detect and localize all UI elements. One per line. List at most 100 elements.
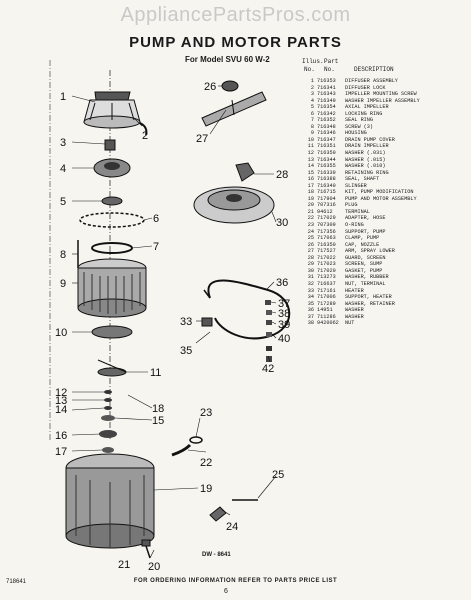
part-illus-number: 34 — [307, 294, 314, 301]
callout-6: 6 — [153, 213, 159, 225]
page-title: PUMP AND MOTOR PARTS — [129, 34, 342, 51]
part-illus-number: 20 — [307, 202, 314, 209]
part-description: WASHER (.031) — [345, 150, 386, 157]
part-illus-number: 12 — [307, 150, 314, 157]
part-illus-number: 29 — [307, 261, 314, 268]
part-number: 716715 — [317, 189, 336, 196]
part-illus-number: 10 — [307, 136, 314, 143]
part-number: 94612 — [317, 208, 333, 215]
callout-14: 14 — [55, 404, 67, 416]
part-description: DIFFUSER LOCK — [345, 84, 386, 91]
part-illus-number: 15 — [307, 169, 314, 176]
part-description: SUPPORT, PUMP — [345, 228, 386, 235]
part-illus-number: 16 — [307, 176, 314, 183]
part-illus-number: 26 — [307, 241, 314, 248]
callout-20: 20 — [148, 561, 160, 573]
callout-22: 22 — [200, 457, 212, 469]
part-description: IMPELLER MOUNTING SCREW — [345, 91, 417, 98]
pump-motor-assembly — [65, 453, 155, 549]
part-description: DRAIN IMPELLER — [345, 143, 389, 150]
part-description: TERMINAL — [345, 208, 370, 215]
part-illus-number: 4 — [310, 97, 314, 104]
callout-36: 36 — [276, 277, 288, 289]
part-description: GASKET, PUMP — [345, 267, 383, 274]
part-description: AXIAL IMPELLER — [345, 104, 389, 111]
part-number: 716350 — [317, 150, 336, 157]
part-illus-number: 2 — [310, 84, 314, 91]
callout-37: 37 — [278, 298, 290, 310]
callout-26: 26 — [204, 81, 216, 93]
part-number: 716340 — [317, 182, 336, 189]
part-description: WASHER — [345, 313, 364, 320]
part-description: LOCKING RING — [345, 110, 383, 117]
part-illus-number: 11 — [307, 143, 314, 150]
part-number: 717904 — [317, 195, 336, 202]
part-description: SCREEN, SUMP — [345, 261, 383, 268]
part-description: WASHER (.015) — [345, 156, 386, 163]
part-number: 716342 — [317, 110, 336, 117]
header-no-1: No. — [304, 66, 315, 73]
part-number: 717029 — [317, 215, 336, 222]
part-number: 707309 — [317, 222, 336, 229]
callout-18: 18 — [152, 403, 164, 415]
part-number: 717022 — [317, 254, 336, 261]
callout-42: 42 — [262, 363, 274, 375]
part-description: NUT — [345, 320, 355, 327]
part-description: ARM, SPRAY LOWER — [345, 248, 395, 255]
header-part: Part — [324, 58, 339, 65]
part-description: DRAIN PUMP COVER — [345, 136, 395, 143]
part-illus-number: 33 — [307, 287, 314, 294]
callout-9: 9 — [60, 278, 66, 290]
part-description: WASHER, RETAINER — [345, 300, 395, 307]
callout-28: 28 — [276, 169, 288, 181]
part-illus-number: 25 — [307, 235, 314, 242]
part-illus-number: 31 — [307, 274, 314, 281]
part-description: SCREW (3) — [345, 123, 374, 130]
part-illus-number: 17 — [307, 182, 314, 189]
callout-17: 17 — [55, 446, 67, 458]
part-description: ADAPTER, HOSE — [345, 215, 386, 222]
part-illus-number: 8 — [310, 123, 314, 130]
callout-40: 40 — [278, 333, 290, 345]
pump-housing — [77, 258, 147, 318]
part-number: 9420062 — [317, 320, 339, 327]
header-illus: Illus. — [302, 58, 324, 65]
part-number: 716355 — [317, 163, 336, 170]
part-description: NUT, TERMINAL — [345, 280, 386, 287]
part-illus-number: 7 — [310, 117, 314, 124]
part-number: 716349 — [317, 97, 336, 104]
callout-11: 11 — [150, 367, 161, 379]
callout-16: 16 — [55, 430, 67, 442]
part-description: DIFFUSER ASSEMBLY — [345, 78, 398, 84]
part-illus-number: 18 — [307, 189, 314, 196]
washer-impeller — [93, 158, 131, 178]
part-number: 716352 — [317, 117, 336, 124]
callout-1: 1 — [60, 91, 66, 103]
